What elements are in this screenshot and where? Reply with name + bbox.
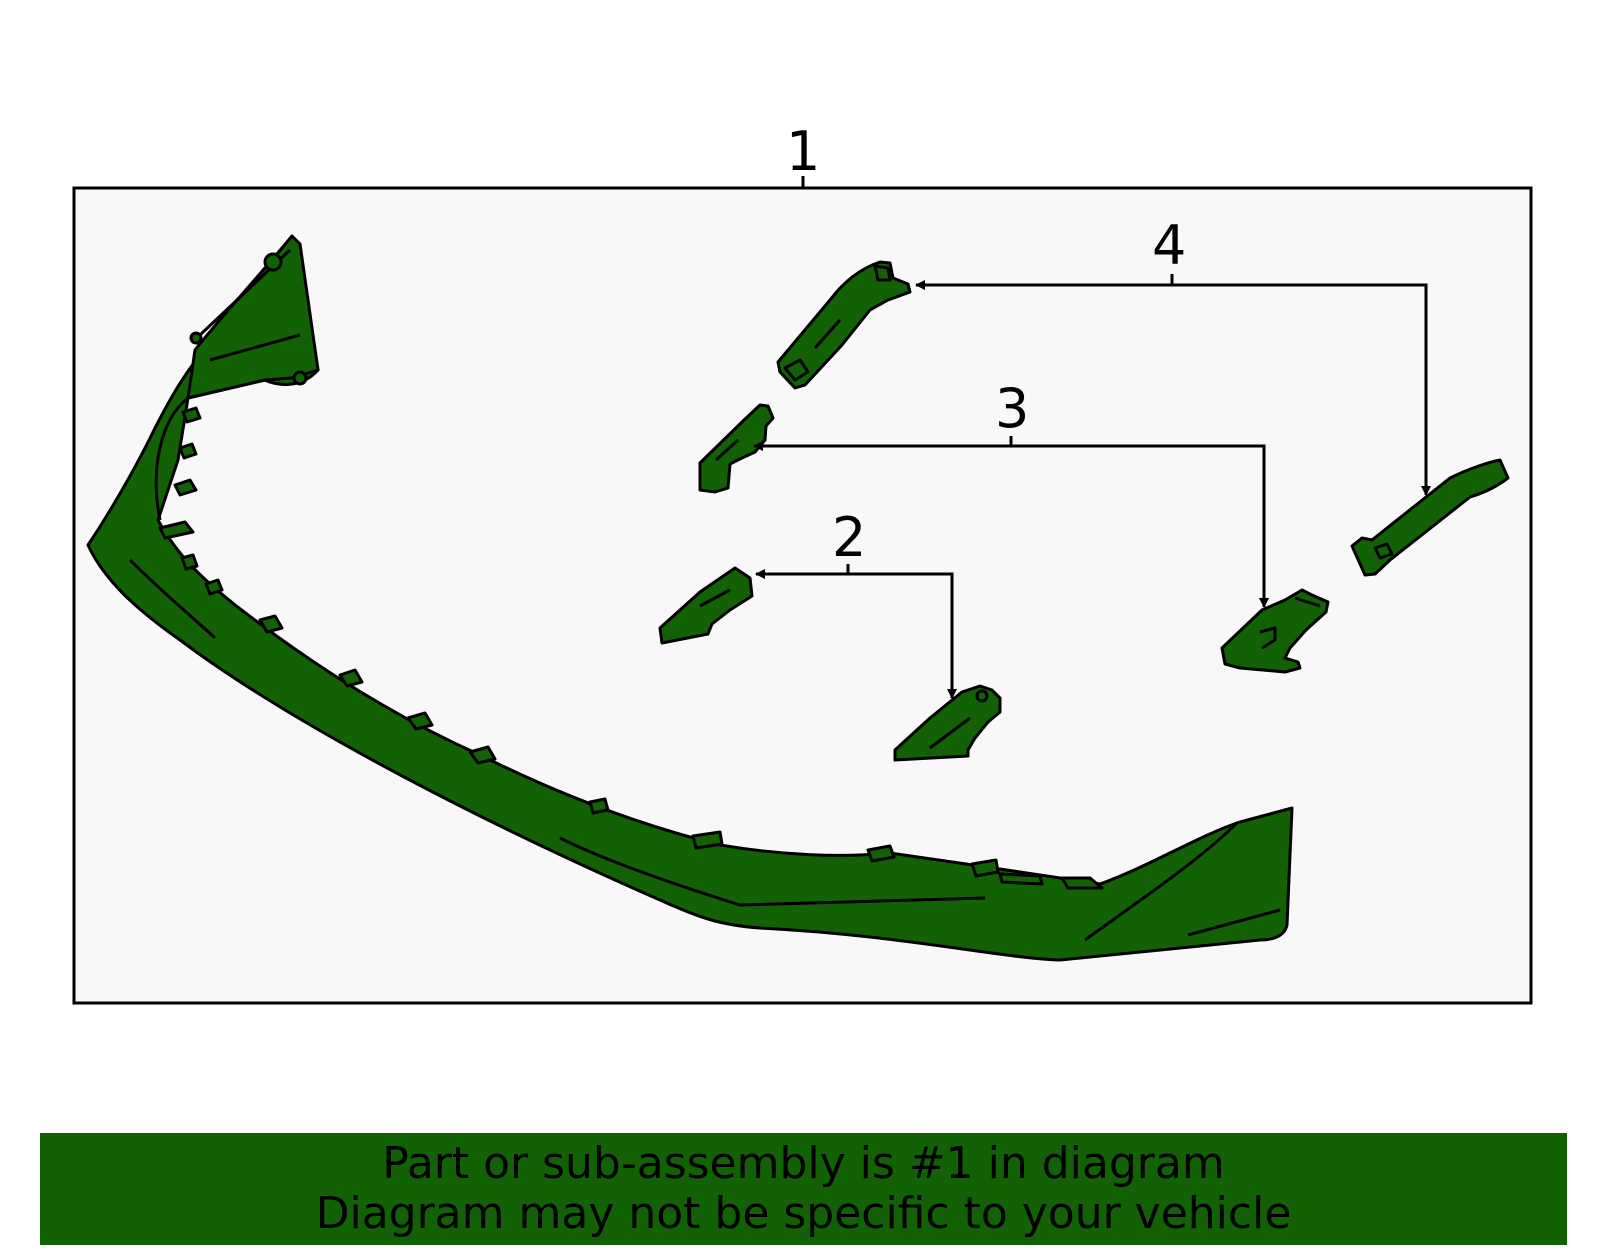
callout-4-label: 4: [1152, 214, 1186, 277]
callout-3-leader-right: [1011, 444, 1269, 608]
bumper-spoiler-part: [86, 234, 1294, 962]
banner-line-1: Part or sub-assembly is #1 in diagram: [382, 1138, 1225, 1189]
callout-2-leader-right: [848, 572, 957, 699]
bracket-4-lower: [1350, 458, 1510, 577]
callout-3-label: 3: [995, 377, 1029, 440]
callout-2-label: 2: [832, 506, 866, 569]
callout-1-label: 1: [786, 120, 820, 183]
bracket-3-lower: [1220, 588, 1330, 674]
banner-line-2: Diagram may not be specific to your vehi…: [315, 1188, 1292, 1239]
bracket-2-lower: [893, 684, 1002, 762]
callout-4-leader-right: [1172, 283, 1431, 496]
bracket-2-upper: [658, 566, 754, 645]
info-banner: Part or sub-assembly is #1 in diagram Di…: [40, 1133, 1567, 1245]
bracket-4-upper: [776, 260, 912, 390]
